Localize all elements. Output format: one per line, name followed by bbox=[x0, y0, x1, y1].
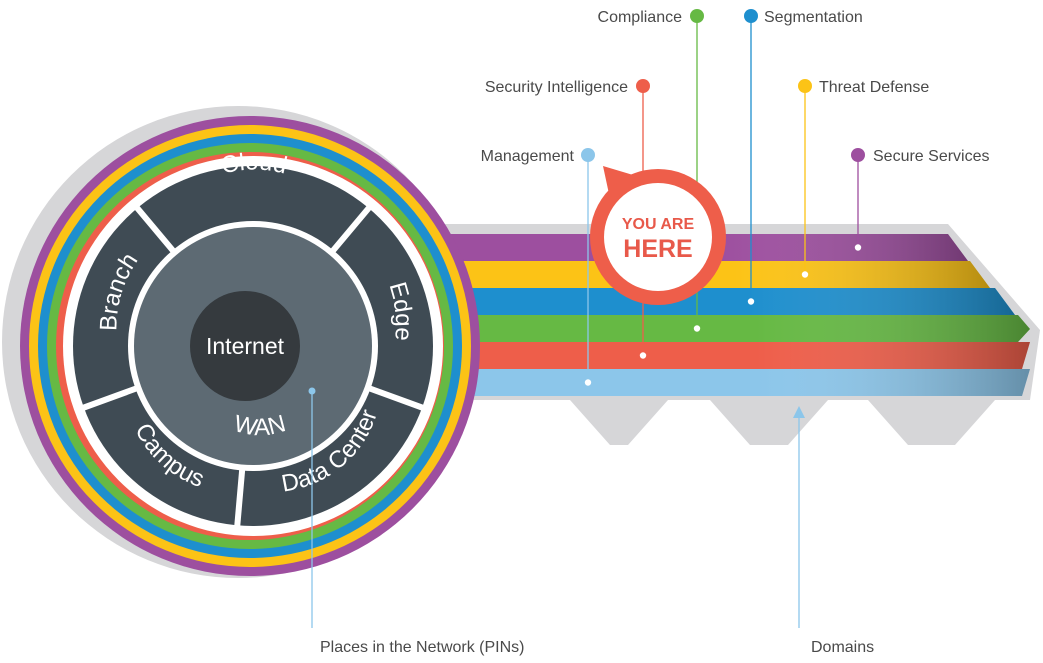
callout-domains: Domains bbox=[793, 406, 874, 656]
leader-secure-services-end bbox=[854, 244, 862, 251]
internet-label: Internet bbox=[206, 333, 285, 359]
leader-compliance-dot bbox=[690, 9, 704, 23]
domain-band-shade bbox=[420, 369, 1030, 396]
marker-inner bbox=[604, 183, 712, 291]
domain-label-management: Management bbox=[481, 148, 575, 165]
pin-cloud-label: Cloud bbox=[219, 148, 290, 179]
leader-compliance-end bbox=[693, 325, 701, 332]
domain-label-security-intelligence: Security Intelligence bbox=[485, 79, 628, 96]
domain-band-shade bbox=[420, 342, 1030, 369]
domain-label-segmentation: Segmentation bbox=[764, 9, 863, 26]
leader-segmentation-dot bbox=[744, 9, 758, 23]
domain-label-threat-defense: Threat Defense bbox=[819, 79, 929, 96]
callout-pins-dot bbox=[308, 387, 316, 395]
callout-pins-label: Places in the Network (PINs) bbox=[320, 639, 525, 656]
leader-management-dot bbox=[581, 148, 595, 162]
segment-divider bbox=[366, 384, 426, 412]
you-are-here-marker: YOU ARE HERE bbox=[590, 166, 726, 305]
domain-band-shade bbox=[420, 315, 1030, 342]
internet-core bbox=[190, 291, 300, 401]
marker-line2: HERE bbox=[623, 235, 692, 263]
segment-divider bbox=[234, 467, 246, 528]
wan-label: WAN bbox=[231, 410, 288, 442]
segment-divider bbox=[133, 204, 177, 255]
leader-security-intelligence-end bbox=[639, 352, 647, 359]
segment-divider bbox=[329, 204, 373, 255]
domain-bands bbox=[420, 234, 1030, 396]
leader-segmentation-end bbox=[747, 298, 755, 305]
leader-management-end bbox=[584, 379, 592, 386]
segment-divider bbox=[80, 384, 140, 412]
leader-security-intelligence-dot bbox=[636, 79, 650, 93]
pin-wheel: Cloud Edge Data Center Campus Branch WAN… bbox=[63, 148, 443, 536]
leader-threat-defense-dot bbox=[798, 79, 812, 93]
leader-secure-services-dot bbox=[851, 148, 865, 162]
domain-label-compliance: Compliance bbox=[598, 9, 683, 26]
domain-label-secure-services: Secure Services bbox=[873, 148, 990, 165]
domain-band-shade bbox=[420, 288, 1015, 315]
segment-dividers bbox=[80, 204, 426, 528]
callout-domains-arrow bbox=[793, 406, 805, 418]
marker-line1: YOU ARE bbox=[622, 216, 695, 233]
callout-pins: Places in the Network (PINs) bbox=[308, 387, 525, 656]
callout-domains-label: Domains bbox=[811, 639, 874, 656]
leader-threat-defense-end bbox=[801, 271, 809, 278]
